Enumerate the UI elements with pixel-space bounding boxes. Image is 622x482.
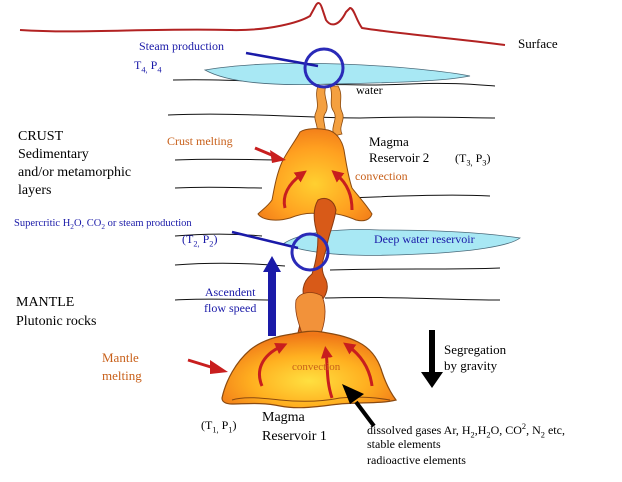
mantle-melting-arrow [187,358,228,374]
magma-reservoir-1-label: Magma Reservoir 1 [262,410,327,444]
supercritic-callout-line [231,230,299,250]
dissolved-gases-arrow [342,384,376,428]
upper-convection-arrows [282,170,354,211]
supercritic-label: Supercritic H2O, CO2 or steam production [14,218,192,232]
dissolved-gases-label: dissolved gases Ar, H2,H2O, CO2, N2 etc, [367,422,565,440]
segregation-label: Segregation by gravity [444,342,507,373]
crust-melting-label: Crust melting [167,134,233,148]
t4-p4-label: T4, P4 [134,58,162,75]
t1-p1-label: (T1, P1) [201,418,237,435]
ascendent-flow-label: Ascendent flow speed [204,285,257,315]
magma-reservoir-2-label: Magma Reservoir 2 [369,134,430,165]
deep-water-reservoir-label: Deep water reservoir [374,232,475,246]
steam-production-label: Steam production [139,39,224,53]
t2-p2-label: (T2, P2) [182,232,218,249]
deep-water-lens [282,229,521,256]
crust-label: CRUST Sedimentary and/or metamorphic lay… [18,129,132,198]
surface-line [19,2,506,46]
steam-production-circle [303,47,345,89]
water-label: water [356,83,383,97]
surface-label: Surface [518,36,558,51]
t3-p3-label: (T3, P3) [455,151,491,168]
radioactive-elements-label: radioactive elements [367,453,466,467]
lower-convection-arrows [258,342,374,399]
mantle-label: MANTLE Plutonic rocks [16,295,97,329]
shallow-water-lens [203,62,471,86]
upper-magma-reservoir [257,128,373,222]
upper-convection-label: convection [355,169,408,183]
supercritic-circle [290,232,330,272]
segregation-arrow [421,330,443,388]
ascendent-flow-arrow [263,256,281,336]
mantle-melting-label: Mantle melting [102,350,142,383]
crust-melting-arrow [254,146,286,163]
strata-lines [167,79,501,301]
lower-convection-label: convection [292,361,341,373]
stable-elements-label: stable elements [367,437,441,451]
